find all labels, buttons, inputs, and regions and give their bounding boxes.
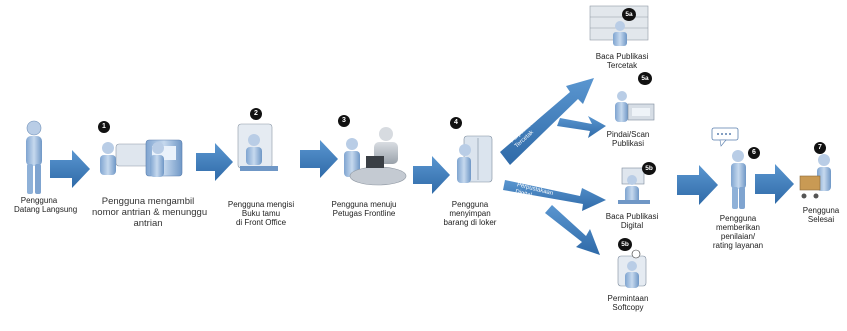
arrow-4 <box>413 156 450 194</box>
step-6-badge: 6 <box>748 147 760 159</box>
step-3-badge: 3 <box>338 115 350 127</box>
digital-reading-figure <box>618 167 650 204</box>
arrow-5 <box>677 165 718 205</box>
step-1-badge: 1 <box>98 121 110 133</box>
step-0-label: Pengguna Datang Langsung <box>14 196 78 214</box>
finished-cart-figure <box>799 154 831 199</box>
guest-book-figure <box>237 123 278 171</box>
branch-arrow-upper <box>500 78 606 165</box>
step-1-label: Pengguna mengambil nomor antrian & menun… <box>92 196 208 229</box>
arrow-6 <box>755 164 794 204</box>
arrow-3 <box>300 140 338 178</box>
step-5b-digital-label: Baca Publikasi Digital <box>605 212 659 230</box>
step-5b-softcopy-label: Permintaan Softcopy <box>607 294 649 312</box>
rating-person-figure <box>711 127 746 209</box>
step-3-label: Pengguna menuju Petugas Frontline <box>331 200 397 218</box>
printed-reading-figure <box>589 5 649 46</box>
step-5b-badge-softcopy: 5b <box>618 238 632 251</box>
step-2-badge: 2 <box>250 108 262 120</box>
frontline-officer-figure <box>344 127 407 186</box>
arrow-1 <box>50 150 90 188</box>
step-7-badge: 7 <box>814 142 826 154</box>
step-5a-scan-label: Pindai/Scan Publikasi <box>606 130 650 148</box>
arrow-2 <box>196 143 233 181</box>
step-5a-badge-top: 5a <box>622 8 636 21</box>
queue-ticket-figure <box>100 139 183 177</box>
step-7-label: Pengguna Selesai <box>802 206 840 224</box>
step-5b-badge-digital: 5b <box>642 162 656 175</box>
step-4-label: Pengguna menyimpan barang di loker <box>443 200 497 227</box>
scan-publication-figure <box>615 91 655 122</box>
step-5a-badge-scan: 5a <box>638 72 652 85</box>
locker-figure <box>457 135 493 183</box>
softcopy-request-figure <box>617 249 647 288</box>
step-2-label: Pengguna mengisi Buku tamu di Front Offi… <box>227 200 295 227</box>
step-5a-printed-label: Baca Publikasi Tercetak <box>595 52 649 70</box>
step-4-badge: 4 <box>450 117 462 129</box>
branch-arrow-lower <box>503 180 606 255</box>
step-6-label: Pengguna memberikan penilaian/ rating la… <box>712 214 764 250</box>
person-arrival-figure <box>26 120 42 194</box>
